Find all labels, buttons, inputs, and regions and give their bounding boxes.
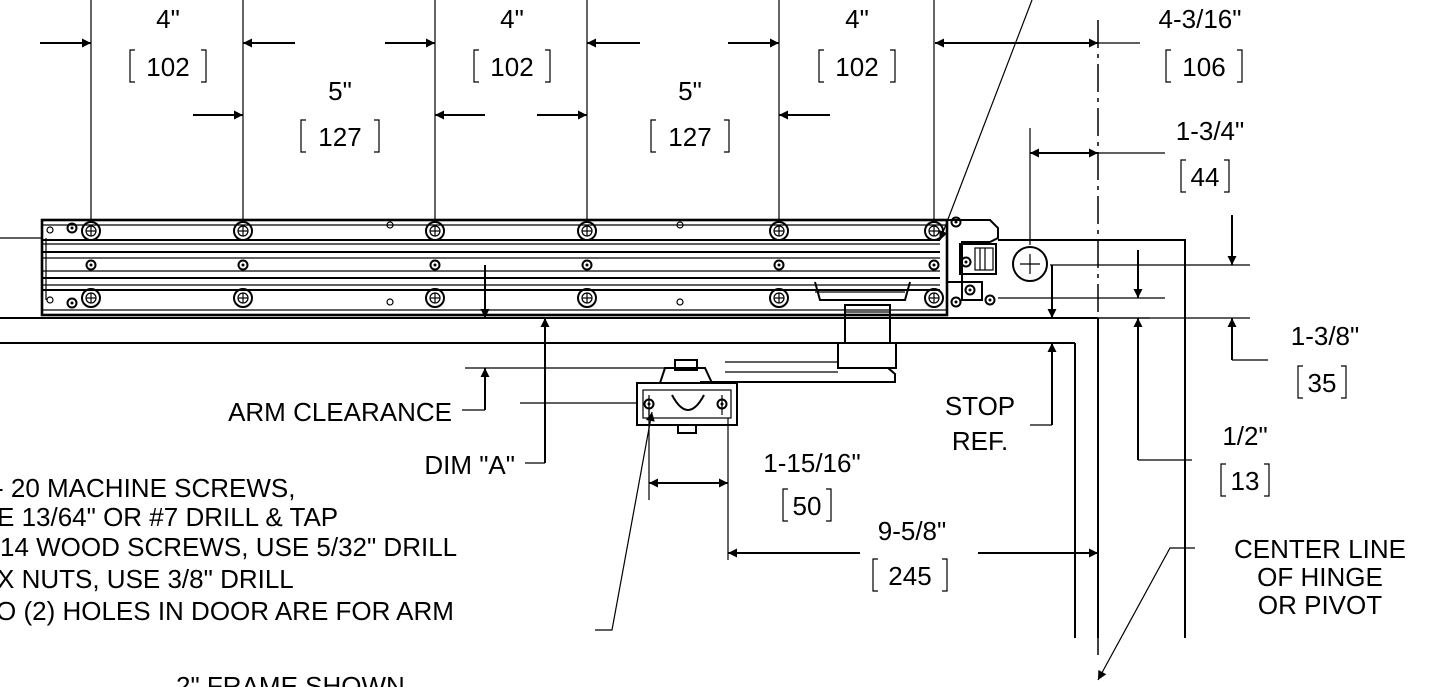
stop-ref-label-line1: STOP: [945, 391, 1015, 421]
dim-127-2: 127: [668, 122, 711, 152]
dim-5in-1: 5": [328, 76, 352, 106]
top-leader-line: [939, 0, 1033, 241]
note-line-1: - 20 MACHINE SCREWS,: [0, 473, 296, 503]
note-line-5: O (2) HOLES IN DOOR ARE FOR ARM: [0, 596, 454, 626]
dim-13: 13: [1231, 466, 1260, 496]
dim-127-1: 127: [318, 122, 361, 152]
dim-245: 245: [888, 561, 931, 591]
note-line-2: E 13/64" OR #7 DRILL & TAP: [0, 502, 338, 532]
pivot-circle: [1012, 128, 1048, 282]
dim-4-3-16in: 4-3/16": [1159, 4, 1242, 34]
dim-106: 106: [1182, 52, 1225, 82]
arm-assembly: [636, 304, 897, 434]
bottom-dimension-arrows: [595, 410, 1195, 681]
dim-1-3-4in: 1-3/4": [1176, 116, 1245, 146]
dim-5in-2: 5": [678, 76, 702, 106]
stop-ref-label-line2: REF.: [952, 426, 1008, 456]
left-dimension-arrows: [0, 237, 700, 464]
dim-50: 50: [793, 491, 822, 521]
dimension-text: 4" 102 4" 102 4" 102 5" 127 5" 127 4-3/1…: [129, 4, 1360, 592]
center-line-label-line2: OF HINGE: [1257, 562, 1383, 592]
dim-4in-3: 4": [845, 4, 869, 34]
dim-4in-1: 4": [156, 4, 180, 34]
right-dimension-arrows: [1030, 215, 1268, 461]
center-line-label-line1: CENTER LINE: [1234, 534, 1406, 564]
dim-1-2in: 1/2": [1222, 421, 1267, 451]
dim-a-label: DIM "A": [424, 450, 515, 480]
closer-body: [40, 216, 999, 317]
drilling-notes: - 20 MACHINE SCREWS, E 13/64" OR #7 DRIL…: [0, 473, 457, 626]
top-dimension-arrows: [40, 38, 1165, 158]
dim-102-2: 102: [490, 52, 533, 82]
dim-1-15-16in: 1-15/16": [763, 448, 860, 478]
dim-44: 44: [1191, 162, 1220, 192]
dim-9-5-8in: 9-5/8": [878, 516, 947, 546]
dim-1-3-8in: 1-3/8": [1291, 321, 1360, 351]
note-line-3: 14 WOOD SCREWS, USE 5/32" DRILL: [0, 532, 457, 562]
center-line-label-line3: OR PIVOT: [1258, 590, 1382, 620]
dim-4in-2: 4": [500, 4, 524, 34]
dim-102-3: 102: [835, 52, 878, 82]
dim-35: 35: [1308, 368, 1337, 398]
dim-102-1: 102: [146, 52, 189, 82]
arm-clearance-label: ARM CLEARANCE: [228, 397, 452, 427]
note-line-4: X NUTS, USE 3/8" DRILL: [0, 564, 294, 594]
callout-labels: ARM CLEARANCE DIM "A" STOP REF. CENTER L…: [176, 391, 1406, 687]
frame-shown-label: 2" FRAME SHOWN: [176, 671, 405, 687]
